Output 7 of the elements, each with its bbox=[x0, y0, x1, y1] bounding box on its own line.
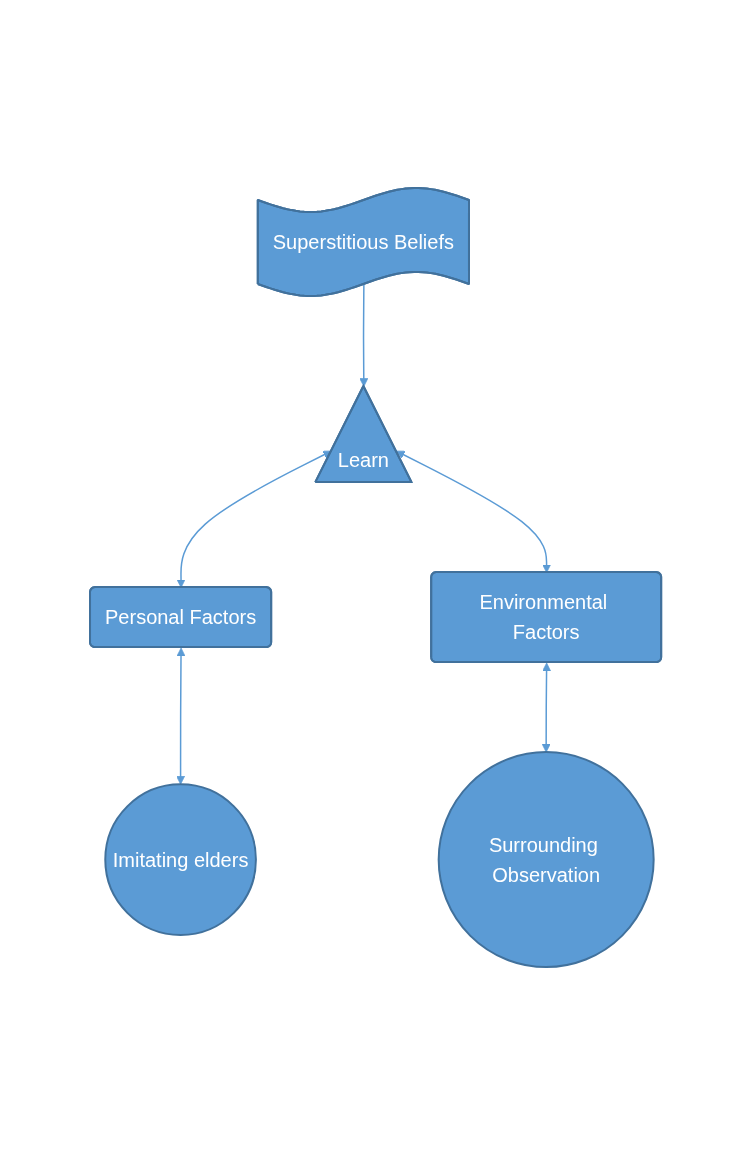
arrow bbox=[396, 451, 551, 574]
node-circle: Surrounding Observation bbox=[437, 751, 655, 969]
arrow bbox=[359, 284, 369, 388]
arrow bbox=[176, 451, 332, 589]
arrow bbox=[541, 663, 551, 753]
arrow bbox=[176, 648, 186, 786]
node-circle: Imitating elders bbox=[104, 783, 257, 937]
